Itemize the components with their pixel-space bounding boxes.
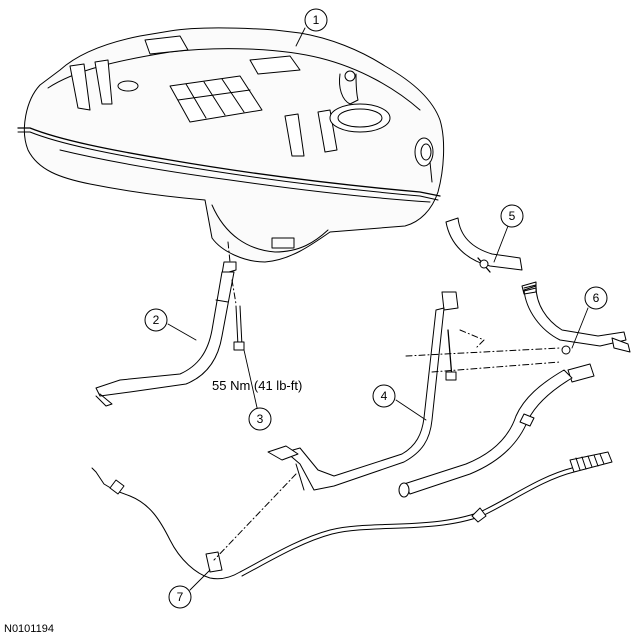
- svg-text:2: 2: [153, 313, 160, 327]
- callout-1: 1: [304, 8, 328, 32]
- svg-text:4: 4: [381, 389, 388, 403]
- callout-2: 2: [144, 308, 168, 332]
- callout-4: 4: [372, 384, 396, 408]
- svg-text:5: 5: [509, 209, 516, 223]
- fuel-line-harness: [91, 451, 613, 580]
- svg-text:1: 1: [313, 13, 320, 27]
- strap-centerline-3: [431, 361, 561, 373]
- strap-bolt: [233, 305, 245, 351]
- figure-id: N0101194: [4, 623, 54, 635]
- filler-pipe: [398, 363, 595, 498]
- svg-text:3: 3: [257, 412, 264, 426]
- strap-centerline: [459, 329, 485, 349]
- vent-hose: [445, 217, 523, 273]
- bolt-centerline: [227, 241, 237, 305]
- clip-centerline: [213, 473, 297, 561]
- leader-lines: [167, 27, 589, 591]
- svg-text:7: 7: [177, 590, 184, 604]
- torque-spec-label: 55 Nm (41 lb-ft): [212, 378, 302, 393]
- vapor-hose: [521, 281, 631, 355]
- left-tank-strap: [95, 261, 237, 407]
- callout-6: 6: [584, 286, 608, 310]
- fuel-tank: [17, 27, 445, 263]
- callout-7: 7: [168, 585, 192, 609]
- callout-3: 3: [248, 407, 272, 431]
- callout-5: 5: [500, 204, 524, 228]
- svg-text:6: 6: [593, 291, 600, 305]
- strap-centerline-2: [405, 347, 561, 357]
